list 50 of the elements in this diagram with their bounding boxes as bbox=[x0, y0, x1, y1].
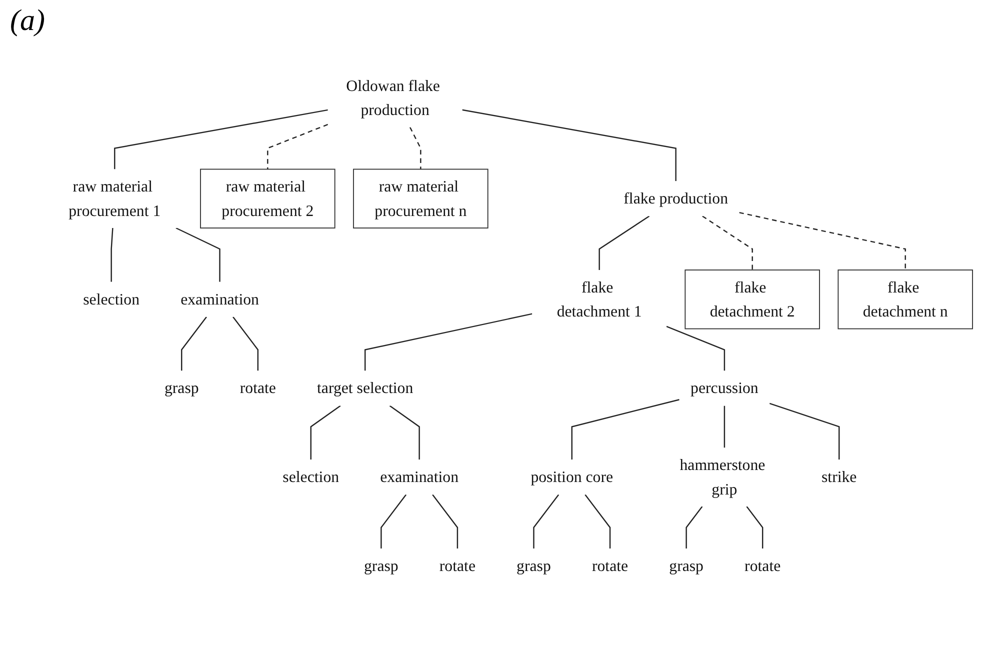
node-text: selection bbox=[282, 468, 340, 486]
node-text: flake detachment 1 bbox=[556, 278, 642, 320]
connector bbox=[571, 399, 680, 460]
connector bbox=[114, 109, 328, 170]
node-text: grasp bbox=[669, 556, 704, 575]
node-text: examination bbox=[180, 290, 259, 308]
connector bbox=[176, 227, 220, 282]
connector bbox=[686, 506, 703, 549]
connector bbox=[666, 326, 726, 371]
connector bbox=[232, 316, 259, 371]
connector bbox=[724, 406, 726, 448]
connector bbox=[364, 313, 532, 371]
connector bbox=[702, 216, 753, 270]
connector bbox=[746, 506, 764, 549]
connector bbox=[739, 212, 906, 270]
connector bbox=[181, 316, 207, 371]
node-text: position core bbox=[530, 468, 614, 486]
node-text: selection bbox=[83, 290, 140, 308]
node-text: rotate bbox=[439, 556, 476, 575]
connector bbox=[769, 402, 840, 460]
connector bbox=[584, 494, 611, 549]
connector bbox=[533, 494, 560, 549]
connector bbox=[462, 109, 676, 182]
node-box: flake detachment 2 bbox=[684, 270, 820, 330]
node-text: hammerstone grip bbox=[680, 456, 766, 498]
connector bbox=[110, 228, 114, 282]
node-box: raw material procurement n bbox=[353, 168, 488, 228]
node-text: rotate bbox=[592, 556, 628, 575]
node-text: strike bbox=[821, 468, 857, 486]
node-text: flake production bbox=[624, 190, 728, 208]
node-text: target selection bbox=[317, 379, 414, 397]
node-text: grasp bbox=[164, 379, 199, 397]
node-text: rotate bbox=[744, 556, 781, 575]
node-text: grasp bbox=[516, 556, 551, 575]
connector bbox=[389, 405, 420, 460]
connector bbox=[598, 216, 650, 270]
connector bbox=[310, 405, 341, 460]
node-text: examination bbox=[380, 468, 459, 486]
connector bbox=[432, 494, 458, 549]
connector bbox=[267, 124, 328, 170]
node-box: flake detachment n bbox=[838, 270, 973, 330]
node-text: raw material procurement 1 bbox=[68, 178, 161, 220]
node-box: raw material procurement 2 bbox=[200, 168, 336, 228]
connector bbox=[380, 494, 407, 549]
node-text: grasp bbox=[364, 556, 398, 575]
node-text: rotate bbox=[240, 379, 276, 397]
panel-label: (a) bbox=[10, 4, 45, 38]
connector bbox=[409, 127, 422, 170]
node-text: percussion bbox=[690, 379, 758, 397]
node-text: Oldowan flake production bbox=[346, 76, 440, 118]
